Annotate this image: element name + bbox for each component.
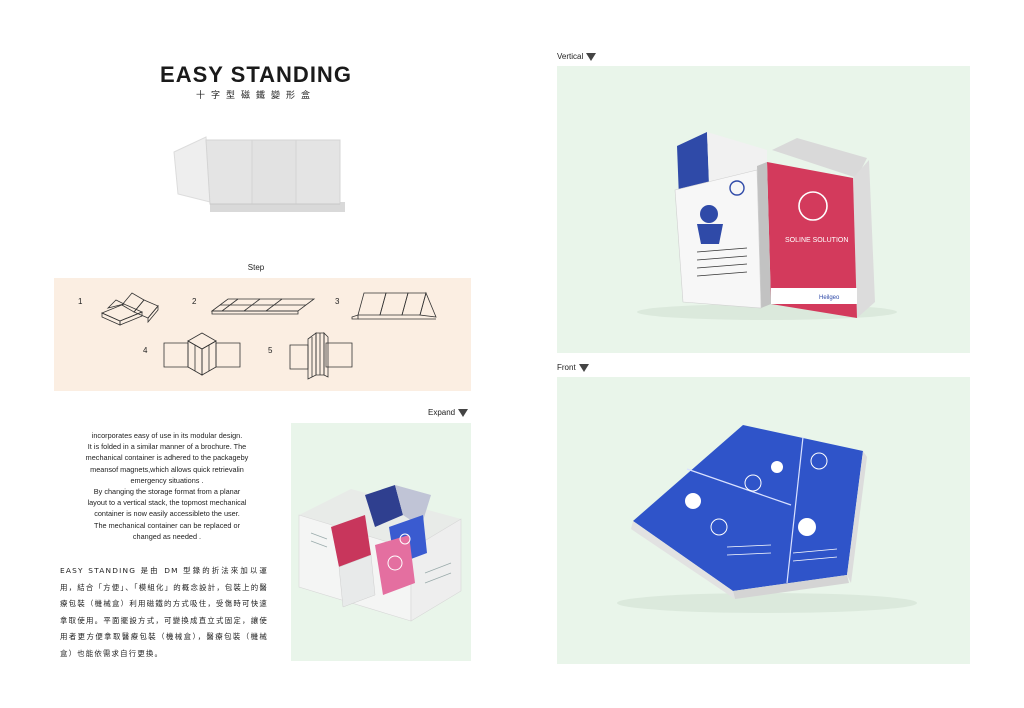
expand-label: Expand: [428, 408, 469, 417]
page-title: EASY STANDING: [160, 62, 352, 87]
english-line: It is folded in a similar manner of a br…: [87, 442, 247, 452]
expand-photo: [291, 423, 471, 661]
triangle-down-icon: [586, 52, 597, 61]
vertical-label-text: Vertical: [557, 52, 584, 61]
box-brand-text: SOLINE SOLUTION: [785, 237, 848, 244]
front-label-text: Front: [557, 363, 576, 372]
page-subtitle: 十字型磁鐵變形盒: [195, 91, 316, 101]
english-line: The mechanical container can be replaced…: [93, 520, 241, 530]
step-1-diagram: [100, 288, 162, 328]
english-line: container is now easily accessibleto the…: [94, 509, 240, 519]
front-label: Front: [557, 363, 589, 372]
english-description: incorporates easy of use in its modular …: [62, 430, 272, 542]
chinese-description: EASY STANDING 是由 DM 型錄的折法來加以運用，結合「方便」、「模…: [60, 566, 268, 658]
vertical-label: Vertical: [557, 52, 597, 61]
english-line: incorporates easy of use in its modular …: [91, 431, 243, 440]
folded-box-render: [170, 132, 350, 222]
triangle-down-icon: [578, 363, 589, 372]
english-line: layout to a vertical stack, the topmost …: [87, 498, 247, 508]
english-line: meansof magnets,which allows quick retri…: [90, 464, 244, 474]
step-number-1: 1: [78, 297, 83, 306]
step-number-2: 2: [192, 297, 197, 306]
english-line: By changing the storage format from a pl…: [93, 487, 241, 497]
triangle-down-icon: [458, 408, 469, 417]
step-label: Step: [247, 263, 265, 272]
step-number-3: 3: [335, 297, 340, 306]
step-number-4: 4: [143, 346, 148, 355]
step-5-diagram: [286, 331, 356, 381]
english-line: changed as needed .: [132, 531, 202, 541]
english-line: mechanical container is adhered to the p…: [85, 453, 249, 463]
step-3-diagram: [350, 289, 440, 323]
step-4-diagram: [162, 331, 242, 377]
box-maker-text: Heilgeo: [819, 295, 840, 301]
english-line: emergency situations .: [130, 475, 204, 485]
step-2-diagram: [208, 293, 318, 319]
front-photo: [557, 377, 970, 664]
step-panel: [54, 278, 471, 391]
step-number-5: 5: [268, 346, 273, 355]
vertical-photo: SOLINE SOLUTION Heilgeo: [557, 66, 970, 353]
expand-label-text: Expand: [428, 408, 456, 417]
